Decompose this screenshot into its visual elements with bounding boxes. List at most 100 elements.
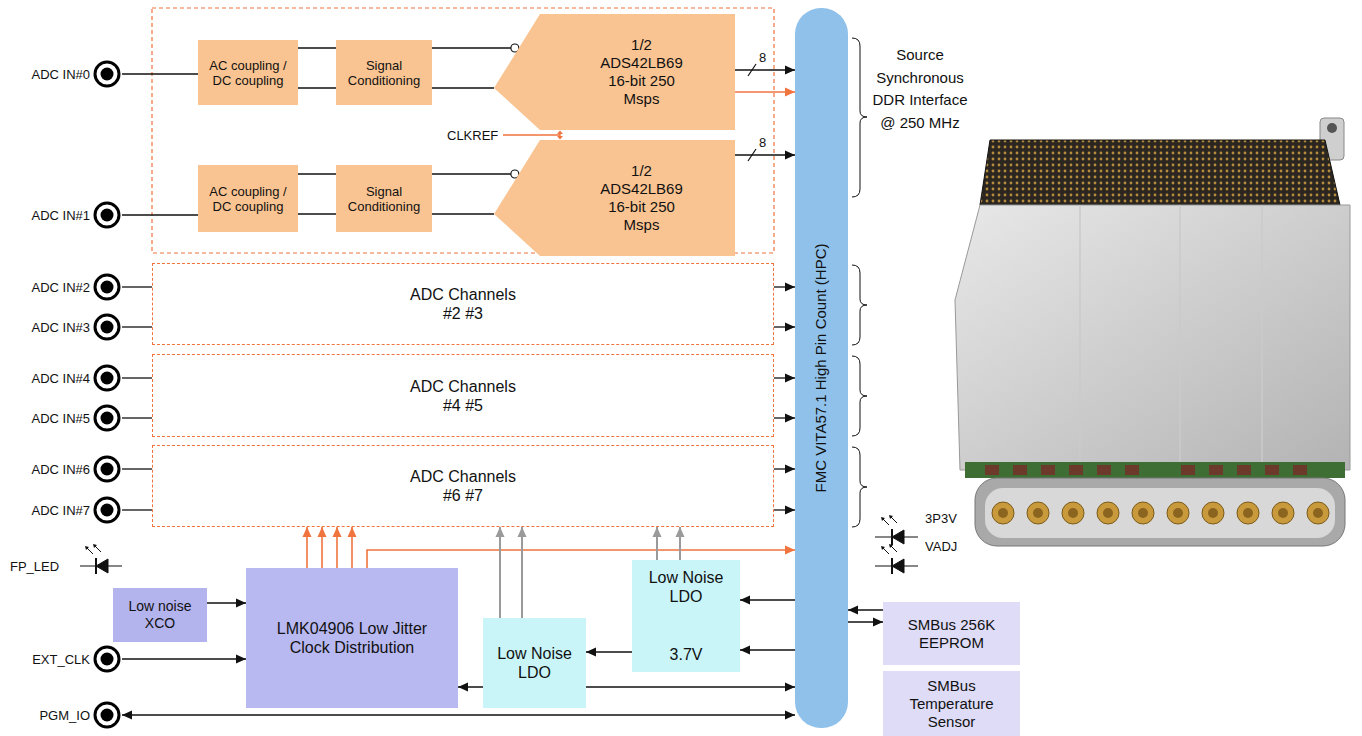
connector-ring (95, 406, 119, 430)
arrow-head (785, 506, 795, 515)
connector (298, 88, 336, 89)
arrow-head (236, 655, 246, 664)
connector (586, 648, 632, 657)
connector (740, 596, 795, 605)
connector-pin (101, 372, 114, 385)
connector (122, 510, 152, 511)
connector (774, 323, 795, 332)
led-symbol (875, 515, 918, 545)
interface-note: Source Synchronous DDR Interface @ 250 M… (872, 44, 968, 134)
node-text: SMBus 256K EEPROM (902, 616, 1002, 652)
connector-line (298, 173, 336, 174)
process-box: AC coupling / DC coupling (198, 165, 298, 232)
node-text: Low Noise LDO (488, 644, 581, 682)
connector-symbol (92, 495, 122, 525)
signal-name: VADJ (925, 539, 957, 554)
process-box: Signal Conditioning (336, 40, 432, 105)
node-text: ADC IN#1 (31, 208, 90, 223)
connector-ring (95, 62, 119, 86)
arrow-head (740, 646, 750, 655)
node-text: 1/2 ADS42LB69 16-bit 250 Msps (594, 36, 690, 108)
adc-block: 1/2 ADS42LB69 16-bit 250 Msps (494, 140, 735, 256)
connector-ring (95, 498, 119, 522)
arrow-head (785, 546, 795, 555)
connector (735, 88, 795, 97)
connector (432, 214, 494, 215)
node-text: AC coupling / DC coupling (203, 184, 293, 214)
connector-ring (95, 275, 119, 299)
arrow-head (785, 711, 795, 720)
arrow-head (785, 88, 795, 97)
node-text: Low noise XCO (118, 598, 202, 632)
led-symbol (875, 544, 918, 574)
connector-pin (101, 504, 114, 517)
input-connector: ADC IN#7 (6, 495, 122, 525)
connector-line (122, 468, 152, 469)
arrow-head (848, 606, 858, 615)
arrow-head (785, 374, 795, 383)
input-connector: EXT_CLK (6, 644, 122, 674)
connector (774, 506, 795, 515)
node-text: ADC Channels #2 #3 (403, 285, 523, 323)
bus-width-slash (748, 149, 756, 161)
adc-outline (494, 140, 735, 256)
connector-pin (101, 653, 114, 666)
connector (318, 527, 327, 568)
input-connector: ADC IN#3 (6, 312, 122, 342)
connector-line (521, 527, 523, 618)
signal-name: FP_LED (10, 559, 59, 574)
node-text: AC coupling / DC coupling (203, 58, 293, 88)
connector-line (122, 73, 198, 74)
connector (348, 527, 357, 568)
connector (298, 174, 336, 175)
connector (653, 527, 662, 560)
arrow-head (785, 683, 795, 692)
connector (122, 655, 246, 664)
node-text: ADC IN#3 (31, 320, 90, 335)
arrow-head (586, 648, 596, 657)
process-box: Low noise XCO (113, 588, 207, 642)
connector (774, 465, 795, 474)
arrow-head (303, 527, 312, 537)
connector (774, 414, 795, 423)
node-text: ADC Channels #6 #7 (403, 467, 523, 505)
bus-width-slash (748, 64, 756, 76)
node-text: Low Noise LDO (637, 568, 735, 606)
input-connector: ADC IN#5 (6, 403, 122, 433)
node-text: FMC VITA57.1 High Pin Count (HPC) (813, 244, 831, 493)
connector-symbol (92, 454, 122, 484)
input-connector: ADC IN#1 (6, 200, 122, 230)
arrow-head (348, 527, 357, 537)
node-text: 1/2 ADS42LB69 16-bit 250 Msps (594, 162, 690, 234)
arrow-head (122, 711, 132, 720)
adc-text-area: 1/2 ADS42LB69 16-bit 250 Msps (556, 14, 727, 130)
connector (122, 327, 152, 328)
connector-line (432, 47, 511, 48)
process-box: Low Noise LDO (483, 618, 586, 708)
fmc-module-photo (955, 118, 1350, 546)
connector (122, 711, 795, 720)
signal-name: 3P3V (925, 511, 957, 526)
connector-pin (101, 321, 114, 334)
clkref-wire (503, 131, 563, 140)
bus-width-label: 8 (758, 136, 767, 150)
node-text: EXT_CLK (32, 652, 90, 667)
input-connector: ADC IN#2 (6, 272, 122, 302)
connector-line (499, 527, 501, 618)
node-text: SMBus Temperature Sensor (902, 677, 1002, 731)
connector (735, 64, 795, 76)
connector (432, 170, 519, 178)
connector-line (122, 417, 152, 418)
connector (298, 214, 336, 215)
signal-name: CLKREF (447, 128, 498, 143)
node-text: Signal Conditioning (341, 58, 427, 88)
connector-line (122, 714, 795, 715)
connector (848, 606, 883, 615)
connector-line (298, 87, 336, 88)
connector-symbol (92, 363, 122, 393)
arrow-head (496, 527, 505, 537)
connector (122, 418, 152, 419)
node-text: ADC IN#0 (31, 67, 90, 82)
input-connector: PGM_IO (6, 700, 122, 730)
